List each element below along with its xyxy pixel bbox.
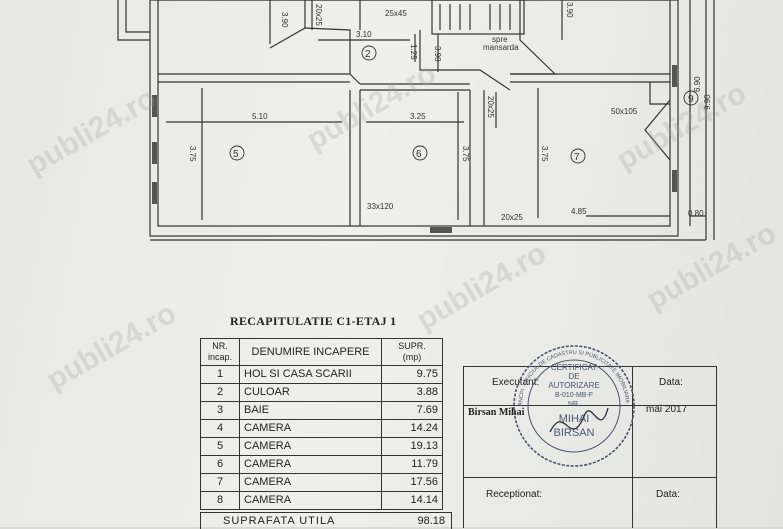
row-area: 3.88 bbox=[381, 383, 443, 402]
room-number-6: 6 bbox=[416, 149, 422, 160]
dim-3-90-left: 3.90 bbox=[280, 12, 289, 28]
stair-label-mansarda: mansarda bbox=[483, 43, 519, 52]
row-nr: 7 bbox=[200, 473, 240, 492]
stamp-line5: NR. bbox=[568, 401, 580, 408]
stamp-line3: AUTORIZARE bbox=[548, 381, 599, 390]
dim-3-90-right: 3.90 bbox=[565, 2, 574, 18]
date-label-2: Data: bbox=[656, 489, 680, 500]
row-area: 14.14 bbox=[381, 491, 443, 510]
dim-3-75-c: 3.75 bbox=[540, 146, 549, 162]
dim-3-90-stair: 3.90 bbox=[433, 46, 442, 62]
row-nr: 6 bbox=[200, 455, 240, 474]
col-header-nr: NR.incap. bbox=[200, 338, 240, 366]
col-header-name: DENUMIRE INCAPERE bbox=[239, 338, 382, 366]
signature-scribble bbox=[549, 407, 609, 433]
plan-inner-wall bbox=[157, 0, 671, 227]
row-area: 11.79 bbox=[381, 455, 443, 474]
recap-header-row: NR.incap. DENUMIRE INCAPERE SUPR.(mp) bbox=[200, 338, 443, 366]
total-value: 98.18 bbox=[417, 515, 445, 527]
receptionat-label: Receptionat: bbox=[486, 489, 543, 500]
row-nr: 4 bbox=[200, 419, 240, 438]
dim-50x105: 50x105 bbox=[611, 107, 638, 116]
row-nr: 2 bbox=[200, 383, 240, 402]
row-name: CAMERA bbox=[239, 455, 382, 474]
plan-balcony-left bbox=[117, 0, 150, 41]
row-area: 19.13 bbox=[381, 437, 443, 456]
stamp-line7: BIRSAN bbox=[554, 427, 595, 439]
col-header-supr: SUPR.(mp) bbox=[381, 338, 443, 366]
dim-1-25: 1.25 bbox=[409, 44, 418, 60]
plan-outer-wall bbox=[149, 0, 679, 237]
row-name: CAMERA bbox=[239, 437, 382, 456]
floor-plan: 2 5 6 7 9 3.90 20x25 25x45 3.90 3.10 1.2… bbox=[117, 0, 715, 241]
dim-9-90: 9.90 bbox=[703, 94, 712, 110]
dim-0-80: 0.80 bbox=[688, 209, 704, 218]
row-name: BAIE bbox=[239, 401, 382, 420]
row-nr: 8 bbox=[200, 491, 240, 510]
row-nr: 5 bbox=[200, 437, 240, 456]
row-area: 14.24 bbox=[381, 419, 443, 438]
stair-label-spre: spre bbox=[492, 35, 508, 44]
row-name: CULOAR bbox=[239, 383, 382, 402]
row-area: 17.56 bbox=[381, 473, 443, 492]
dim-3-75-a: 3.75 bbox=[188, 146, 197, 162]
date-value: mai 2017 bbox=[646, 404, 688, 415]
room-number-7: 7 bbox=[574, 152, 580, 163]
room-number-5: 5 bbox=[233, 149, 239, 160]
stamp-line1: CERTIFICAT bbox=[551, 363, 597, 372]
dim-3-75-b: 3.75 bbox=[461, 146, 470, 162]
dim-33x120: 33x120 bbox=[367, 202, 394, 211]
row-area: 7.69 bbox=[381, 401, 443, 420]
dim-25x45: 25x45 bbox=[385, 9, 407, 18]
row-name: HOL SI CASA SCARII bbox=[239, 365, 382, 384]
row-nr: 3 bbox=[200, 401, 240, 420]
authorization-stamp: ANCPI · OFICIUL DE CADASTRU SI PUBLICITA… bbox=[513, 345, 635, 467]
row-name: CAMERA bbox=[239, 473, 382, 492]
dim-6-90: 6.90 bbox=[693, 76, 702, 92]
dim-3-10: 3.10 bbox=[356, 30, 372, 39]
date-label: Data: bbox=[659, 377, 683, 388]
row-name: CAMERA bbox=[239, 419, 382, 438]
row-area: 9.75 bbox=[381, 365, 443, 384]
authorization-box: Executant: Birsan Mihai Data: mai 2017 R… bbox=[463, 366, 717, 528]
stamp-line2: DE bbox=[568, 372, 579, 381]
executant-name: Birsan Mihai bbox=[468, 407, 525, 418]
recap-title: RECAPITULATIE C1-ETAJ 1 bbox=[230, 314, 397, 328]
row-name: CAMERA bbox=[239, 491, 382, 510]
room-number-9: 9 bbox=[688, 94, 694, 105]
dim-3-25: 3.25 bbox=[410, 112, 426, 121]
stamp-line4: B-010-MB-F bbox=[555, 392, 593, 399]
row-nr: 1 bbox=[200, 365, 240, 384]
total-row: SUPRAFATA UTILA 98.18 bbox=[200, 512, 452, 529]
dim-20x25-top: 20x25 bbox=[314, 4, 323, 26]
dim-20x25-bottom: 20x25 bbox=[501, 213, 523, 222]
executant-label: Executant: bbox=[492, 377, 540, 388]
watermark: publi24.ro bbox=[41, 296, 182, 397]
dim-4-85: 4.85 bbox=[571, 207, 587, 216]
plan-staircase bbox=[431, 0, 525, 35]
watermark: publi24.ro bbox=[411, 236, 552, 337]
dim-20x25-mid: 20x25 bbox=[486, 96, 495, 118]
dim-5-10: 5.10 bbox=[252, 112, 268, 121]
total-label: SUPRAFATA UTILA bbox=[223, 515, 336, 527]
room-number-2: 2 bbox=[365, 49, 371, 60]
